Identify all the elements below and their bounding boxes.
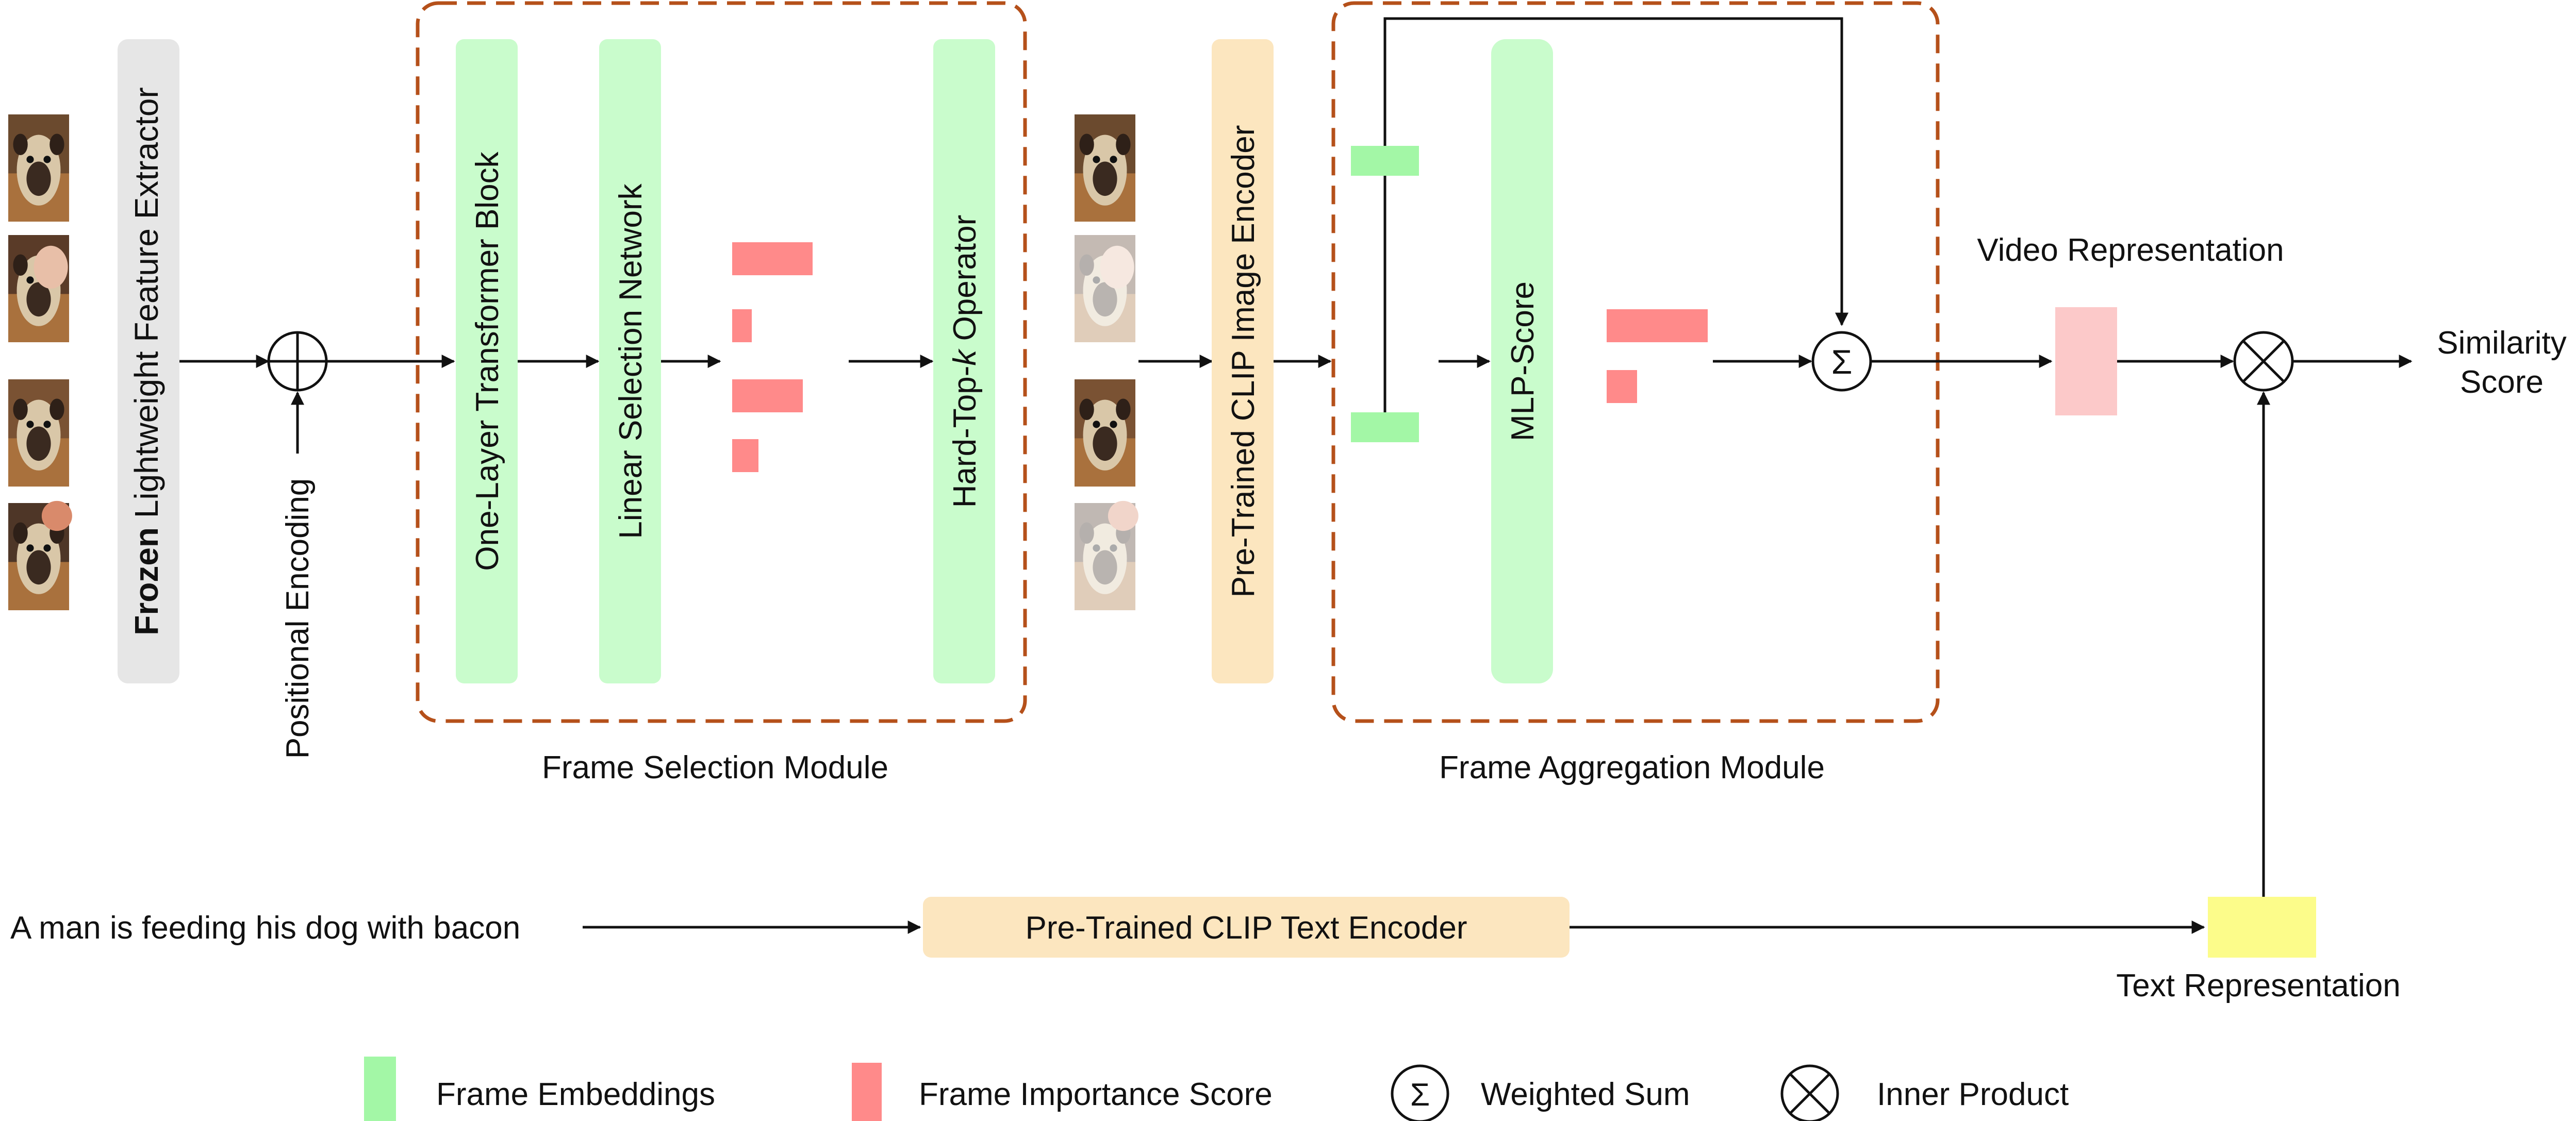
clip-image-encoder-label: Pre-Trained CLIP Image Encoder [1226, 125, 1261, 598]
hard-topk-label: Hard-Top-k Operator [947, 215, 983, 508]
add-circle-icon [267, 331, 328, 392]
linear-selection-label: Linear Selection Network [613, 183, 649, 539]
dropped-frame-4 [1075, 500, 1138, 610]
selected-frame-1 [1075, 114, 1135, 222]
aggregation-score-bar [1607, 370, 1637, 403]
similarity-label-line1: Similarity [2437, 325, 2566, 361]
selected-frames [1075, 114, 1138, 610]
frame-selection-module-label: Frame Selection Module [542, 750, 888, 785]
text-representation-box [2208, 897, 2316, 958]
legend-frame-embeddings-swatch [364, 1057, 396, 1121]
selection-score-bar [732, 242, 813, 275]
transformer-block: One-Layer Transformer Block [456, 39, 518, 683]
text-representation-label: Text Representation [2116, 968, 2400, 1003]
svg-text:Σ: Σ [1831, 343, 1853, 381]
selected-frame-3 [1075, 379, 1135, 487]
legend-inner-product-icon [1780, 1064, 1839, 1121]
frame-selection-module: Frame Selection Module One-Layer Transfo… [416, 1, 1027, 785]
legend-weighted-sum-icon: Σ [1391, 1064, 1449, 1121]
feature-extractor-block: Frozen Lightweight Feature Extractor [118, 39, 179, 683]
selection-score-bar [732, 309, 752, 342]
legend-weighted-sum-label: Weighted Sum [1481, 1077, 1690, 1112]
legend-frame-embeddings-label: Frame Embeddings [436, 1077, 715, 1112]
legend-importance-swatch [852, 1063, 882, 1121]
video-representation-box [2055, 307, 2117, 415]
frame-aggregation-module-label: Frame Aggregation Module [1439, 750, 1825, 785]
clip-text-encoder-block: Pre-Trained CLIP Text Encoder [923, 897, 1570, 958]
query-text: A man is feeding his dog with bacon [10, 910, 520, 946]
inner-product-icon [2233, 331, 2294, 392]
arrow-embeddings-to-sum [1383, 17, 1848, 326]
video-representation-label: Video Representation [1977, 232, 2284, 268]
aggregation-importance-scores [1607, 309, 1708, 403]
input-frames [8, 114, 72, 610]
input-frame-3 [8, 379, 69, 487]
dropped-frame-2 [1075, 235, 1135, 342]
linear-selection-block: Linear Selection Network [599, 39, 661, 683]
positional-encoding-label: Positional Encoding [280, 478, 316, 759]
frame-embedding-top [1351, 146, 1419, 176]
feature-extractor-label: Frozen Lightweight Feature Extractor [128, 87, 165, 635]
transformer-block-label: One-Layer Transformer Block [470, 151, 505, 571]
input-frame-1 [8, 114, 69, 222]
selection-score-bar [732, 379, 803, 412]
selection-score-bar [732, 439, 758, 472]
frame-embedding-bottom [1351, 412, 1419, 442]
legend: Frame Embeddings Frame Importance Score … [364, 1057, 2069, 1121]
legend-inner-product-label: Inner Product [1877, 1077, 2069, 1112]
legend-importance-label: Frame Importance Score [919, 1077, 1273, 1112]
hard-topk-block: Hard-Top-k Operator [933, 39, 995, 683]
svg-text:Σ: Σ [1410, 1077, 1430, 1113]
aggregation-score-bar [1607, 309, 1708, 342]
selection-importance-scores [732, 242, 813, 472]
mlp-score-block: MLP-Score [1491, 39, 1553, 683]
frame-aggregation-module: Frame Aggregation Module MLP-Score Σ [1331, 1, 1940, 785]
mlp-score-label: MLP-Score [1505, 281, 1541, 441]
clip-text-encoder-label: Pre-Trained CLIP Text Encoder [1026, 910, 1467, 946]
similarity-label-line2: Score [2460, 364, 2544, 400]
weighted-sum-icon: Σ [1811, 331, 1872, 392]
input-frame-4 [8, 500, 72, 610]
input-frame-2 [8, 235, 69, 342]
clip-image-encoder-block: Pre-Trained CLIP Image Encoder [1212, 39, 1274, 683]
